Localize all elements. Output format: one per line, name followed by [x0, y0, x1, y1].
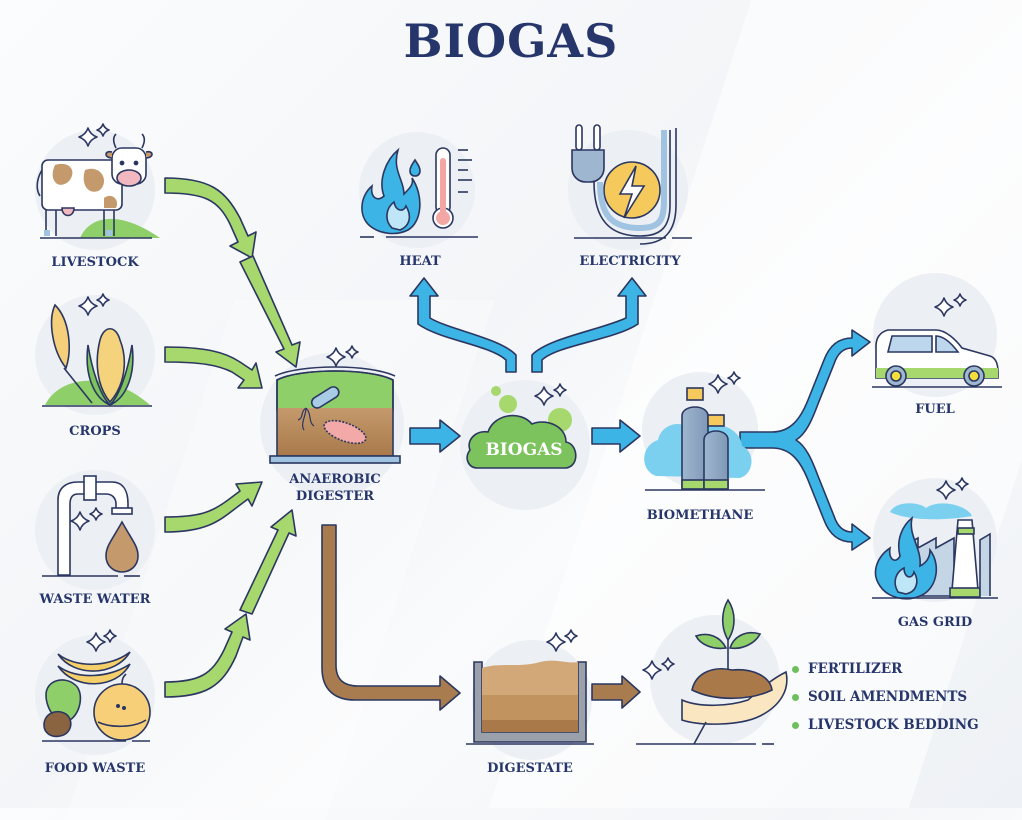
label-fuel: FUEL — [915, 402, 955, 417]
arrow-digester-to-digestate — [321, 524, 461, 711]
arrow-livestock-to-digester — [164, 177, 257, 259]
hands-seedling-icon — [636, 598, 788, 745]
sparkle-icon — [661, 657, 675, 671]
label-digestate: DIGESTATE — [487, 761, 573, 776]
car-icon — [872, 329, 1002, 388]
list-item-label: FERTILIZER — [808, 661, 903, 677]
label-heat: HEAT — [399, 254, 441, 269]
flame-thermometer-icon — [360, 147, 478, 238]
arrow-digestate-to-uses — [591, 675, 641, 709]
arrow-waste-water-to-digester — [164, 481, 263, 533]
gas-cloud-icon — [466, 386, 577, 469]
arrow-biomethane-to-fuel-gas-grid — [739, 329, 871, 551]
label-livestock: LIVESTOCK — [51, 255, 139, 270]
plug-lightning-icon — [571, 124, 692, 245]
food-waste-icon — [42, 651, 151, 742]
label-food-waste: FOOD WASTE — [44, 761, 146, 776]
page-title: BIOGAS — [403, 14, 619, 68]
list-item: SOIL AMENDMENTS — [792, 683, 979, 711]
sparkle-icon — [546, 632, 566, 652]
digestate-container-icon — [466, 660, 594, 745]
sparkle-icon — [70, 511, 90, 531]
crops-icon — [42, 303, 152, 407]
sparkle-icon — [553, 383, 567, 397]
arrow-crops-to-digester — [164, 346, 263, 389]
sparkle-icon — [534, 386, 554, 406]
sparkle-icon — [642, 660, 662, 680]
label-gas-grid: GAS GRID — [897, 615, 973, 630]
digestate-arrows — [321, 524, 641, 711]
sparkles — [70, 123, 969, 680]
sparkle-icon — [953, 293, 967, 307]
arrow-food-waste-to-digester — [164, 613, 251, 698]
digestate-uses-list: FERTILIZER SOIL AMENDMENTS LIVESTOCK BED… — [792, 655, 979, 739]
sparkle-icon — [955, 477, 969, 491]
sparkle-icon — [326, 347, 346, 367]
arrow-digester-to-biogas — [409, 419, 461, 453]
bullet-dot-icon — [792, 693, 799, 701]
bullet-dot-icon — [792, 721, 799, 729]
label-line: ANAEROBIC — [289, 472, 381, 487]
bullet-dot-icon — [792, 665, 799, 673]
factory-flame-icon — [872, 503, 998, 600]
input-arrows — [164, 177, 301, 698]
cow-icon — [36, 133, 160, 239]
list-item-label: LIVESTOCK BEDDING — [808, 717, 979, 733]
arrow-food-waste-to-digester-2 — [239, 509, 297, 615]
label-electricity: ELECTRICITY — [579, 254, 681, 269]
label-line: DIGESTER — [295, 489, 375, 504]
sparkle-icon — [103, 629, 117, 643]
sparkle-icon — [934, 297, 954, 317]
label-waste-water: WASTE WATER — [39, 592, 151, 607]
sparkle-icon — [96, 293, 110, 307]
gas-cylinders-icon — [644, 387, 765, 491]
arrow-biogas-to-heat-electricity — [409, 277, 647, 373]
arrow-livestock-to-digester-2 — [239, 255, 301, 368]
sparkle-icon — [936, 480, 956, 500]
faucet-icon — [42, 475, 140, 577]
label-biomethane: BIOMETHANE — [646, 508, 754, 523]
sparkle-icon — [727, 371, 741, 385]
sparkle-icon — [564, 629, 578, 643]
label-anaerobic-digester: ANAEROBIC DIGESTER — [270, 471, 400, 505]
list-item: LIVESTOCK BEDDING — [792, 711, 979, 739]
sparkle-icon — [78, 127, 98, 147]
arrow-biogas-to-biomethane — [591, 419, 641, 453]
sparkle-icon — [78, 296, 98, 316]
list-item-label: SOIL AMENDMENTS — [808, 689, 968, 705]
sparkle-icon — [96, 123, 110, 137]
label-crops: CROPS — [69, 424, 121, 439]
sparkle-icon — [86, 632, 106, 652]
biogas-cloud-text: BIOGAS — [485, 440, 563, 460]
sparkle-icon — [345, 345, 359, 359]
digester-tank-icon — [269, 366, 401, 464]
gas-arrows — [409, 277, 871, 551]
sparkle-icon — [708, 374, 728, 394]
list-item: FERTILIZER — [792, 655, 979, 683]
sparkle-icon — [89, 507, 103, 521]
